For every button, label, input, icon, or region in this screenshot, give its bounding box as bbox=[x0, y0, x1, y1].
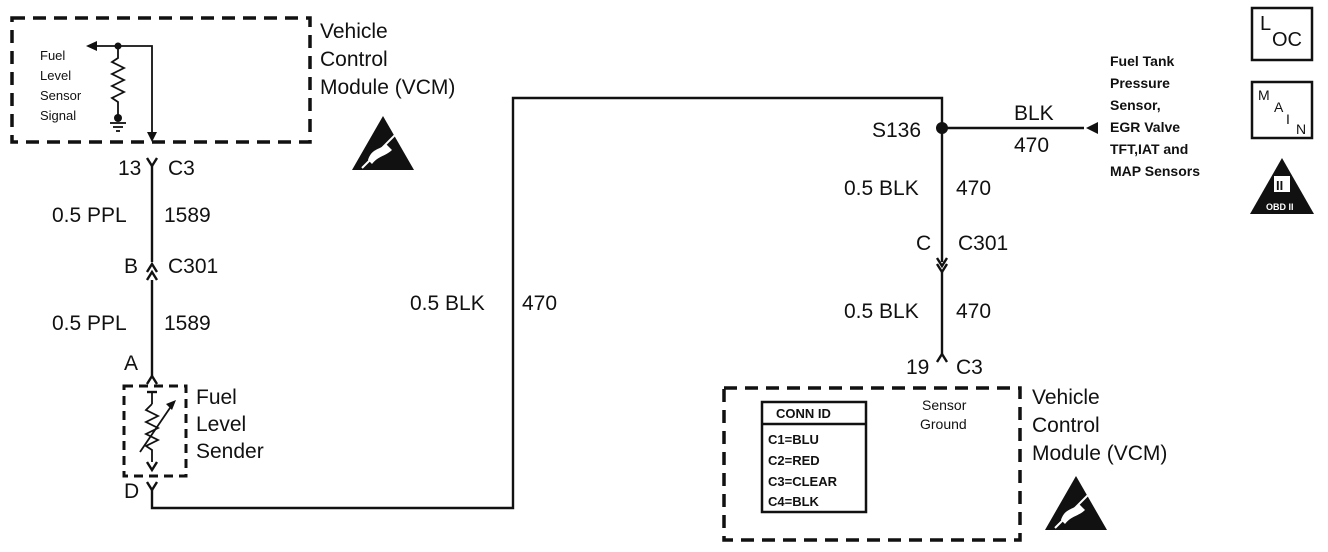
conn-id-table: CONN ID C1=BLU C2=RED C3=CLEAR C4=BLK bbox=[760, 400, 868, 514]
sender-pin-d-symbol bbox=[145, 481, 159, 493]
connector-c301-left-symbol bbox=[145, 261, 159, 273]
pullup-resistor-icon bbox=[109, 46, 127, 116]
esd-warning-icon-top bbox=[352, 116, 414, 170]
ground-icon bbox=[110, 114, 126, 132]
ground-label-line1: Sensor bbox=[922, 397, 967, 413]
signal-label-line4: Signal bbox=[40, 108, 76, 123]
conn-id-row-4: C4=BLK bbox=[768, 494, 820, 509]
main-icon-n: N bbox=[1296, 121, 1306, 137]
connector-c3-top-symbol bbox=[145, 157, 159, 169]
branch-dest-line3: Sensor, bbox=[1110, 97, 1161, 113]
connector-c301-right-symbol bbox=[935, 257, 949, 269]
pin-a-label: A bbox=[124, 352, 138, 375]
ground-label-line2: Ground bbox=[920, 416, 967, 432]
loc-icon[interactable]: L OC bbox=[1250, 6, 1314, 62]
sender-label-line1: Fuel bbox=[196, 386, 237, 409]
right-circuit: 0.5 BLK 470 C C301 0.5 BLK 470 19 C3 bbox=[844, 128, 1008, 379]
branch-arrow-icon bbox=[1086, 122, 1098, 134]
connector-c301-left-label: C301 bbox=[168, 255, 218, 278]
loc-icon-small-letters: OC bbox=[1272, 29, 1302, 51]
conn-id-row-1: C1=BLU bbox=[768, 432, 819, 447]
connector-c3-bottom-symbol bbox=[935, 351, 949, 363]
pin-b-label: B bbox=[124, 255, 138, 278]
right-wire2-color: 0.5 BLK bbox=[844, 300, 919, 323]
ground-wire-470: 0.5 BLK 470 bbox=[150, 96, 944, 510]
conn-id-row-3: C3=CLEAR bbox=[768, 474, 838, 489]
wire-1589-upper-color: 0.5 PPL bbox=[52, 204, 127, 227]
vcm-bottom-title-line1: Vehicle bbox=[1032, 386, 1100, 409]
branch-wire-circuit: 470 bbox=[1014, 134, 1049, 157]
left-circuit: 13 C3 0.5 PPL 1589 B C301 0.5 PPL 1589 A… bbox=[52, 157, 264, 503]
right-wire1-color: 0.5 BLK bbox=[844, 177, 919, 200]
wire-1589-upper-circuit: 1589 bbox=[164, 204, 211, 227]
wire-1589-lower-color: 0.5 PPL bbox=[52, 312, 127, 335]
signal-arrow-icon bbox=[86, 41, 97, 51]
splice-id-label: S136 bbox=[872, 119, 921, 142]
branch-dest-line1: Fuel Tank bbox=[1110, 53, 1175, 69]
wire-1589-lower-circuit: 1589 bbox=[164, 312, 211, 335]
pin-13-label: 13 bbox=[118, 157, 141, 180]
main-icon-i: I bbox=[1286, 111, 1290, 127]
branch-wire-color: BLK bbox=[1014, 102, 1054, 125]
connector-c301-right-label: C301 bbox=[958, 232, 1008, 255]
vcm-top-boundary bbox=[10, 16, 312, 144]
pin-19-label: 19 bbox=[906, 356, 929, 379]
esd-warning-icon-bottom bbox=[1045, 476, 1107, 530]
vcm-bottom-module: Sensor Ground CONN ID C1=BLU C2=RED C3=C… bbox=[722, 386, 1167, 542]
sender-label-line2: Level bbox=[196, 413, 246, 436]
vcm-top-title-line1: Vehicle bbox=[320, 20, 388, 43]
vcm-bottom-title-line3: Module (VCM) bbox=[1032, 442, 1167, 465]
sender-pin-a-symbol bbox=[145, 373, 159, 385]
signal-label-line3: Sensor bbox=[40, 88, 82, 103]
right-wire1-circuit: 470 bbox=[956, 177, 991, 200]
connector-c3-bottom-label: C3 bbox=[956, 356, 983, 379]
pin-arrow-icon bbox=[147, 132, 157, 142]
signal-label-line1: Fuel bbox=[40, 48, 65, 63]
vcm-top-title-line2: Control bbox=[320, 48, 388, 71]
sender-boundary bbox=[122, 384, 188, 478]
variable-resistor-icon bbox=[143, 403, 161, 462]
connector-c3-label: C3 bbox=[168, 157, 195, 180]
branch-dest-line6: MAP Sensors bbox=[1110, 163, 1200, 179]
vcm-top-title-line3: Module (VCM) bbox=[320, 76, 455, 99]
conn-id-row-2: C2=RED bbox=[768, 453, 820, 468]
signal-label-line2: Level bbox=[40, 68, 71, 83]
fuel-level-sender: Fuel Level Sender bbox=[122, 384, 264, 478]
sender-label-line3: Sender bbox=[196, 440, 264, 463]
branch-dest-line5: TFT,IAT and bbox=[1110, 141, 1188, 157]
wire-470-mid-color: 0.5 BLK bbox=[410, 292, 485, 315]
obd-label: OBD II bbox=[1266, 202, 1294, 212]
conn-id-header: CONN ID bbox=[776, 406, 831, 421]
signal-pullup-circuit bbox=[86, 41, 157, 142]
pin-d-label: D bbox=[124, 480, 139, 503]
wire-470-main bbox=[150, 96, 944, 510]
vcm-top-module: Vehicle Control Module (VCM) Fuel Level … bbox=[10, 16, 455, 170]
vcm-bottom-title-line2: Control bbox=[1032, 414, 1100, 437]
branch-dest-line2: Pressure bbox=[1110, 75, 1170, 91]
main-icon-m: M bbox=[1258, 87, 1270, 103]
obd-ii-icon[interactable]: II OBD II bbox=[1250, 158, 1314, 214]
loc-icon-big-letter: L bbox=[1260, 13, 1271, 35]
main-icon-a: A bbox=[1274, 99, 1284, 115]
main-icon[interactable]: M A I N bbox=[1250, 80, 1314, 140]
wire-470-mid-circuit: 470 bbox=[522, 292, 557, 315]
branch-dest-line4: EGR Valve bbox=[1110, 119, 1180, 135]
splice-s136: S136 BLK 470 Fuel Tank Pressure Sensor, … bbox=[872, 53, 1200, 179]
obd-roman: II bbox=[1276, 178, 1283, 193]
pin-c-label: C bbox=[916, 232, 931, 255]
right-wire2-circuit: 470 bbox=[956, 300, 991, 323]
vcm-bottom-boundary bbox=[722, 386, 1022, 542]
